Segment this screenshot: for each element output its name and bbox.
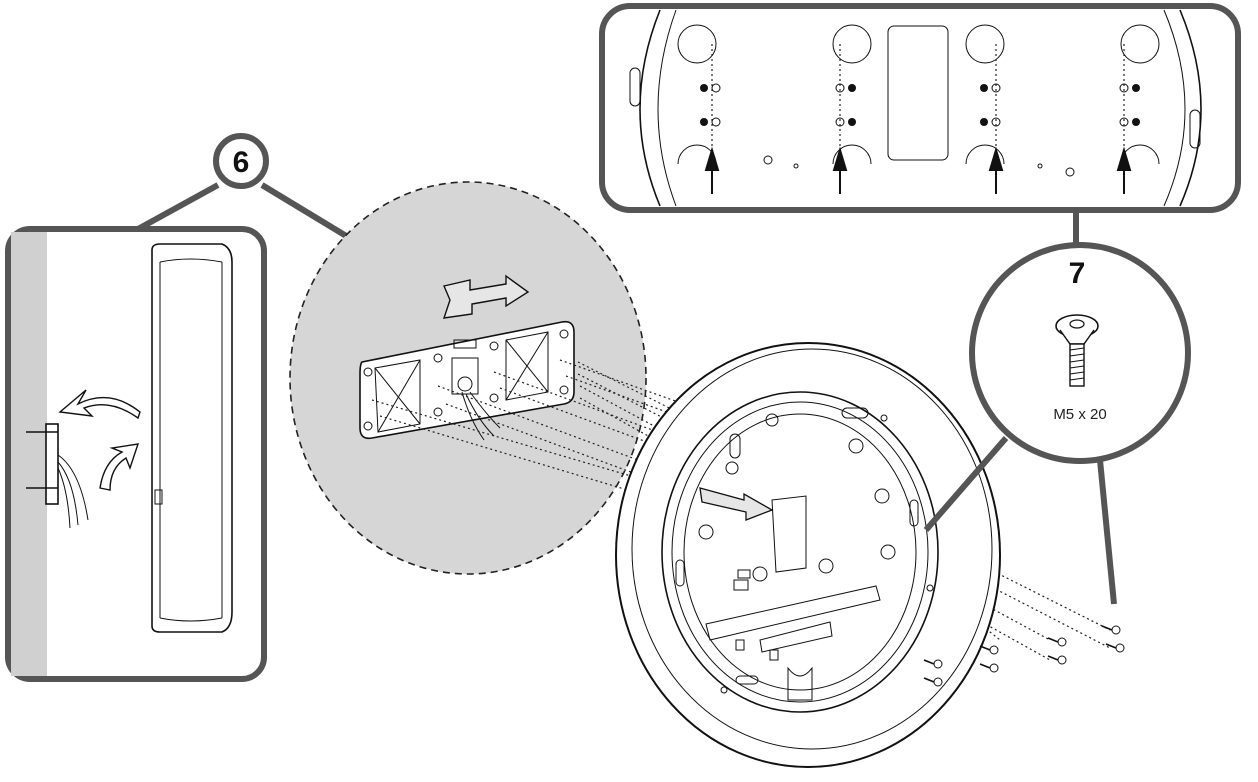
curved-arrow-lower <box>99 443 140 491</box>
bolt-column-1 <box>677 24 721 194</box>
step7-callout: 7 M5 x 20 <box>923 210 1191 605</box>
mounting-plate-callout <box>289 181 647 575</box>
step6-number: 6 <box>233 146 250 179</box>
arrow-up-icon <box>988 146 1004 194</box>
screw-icon <box>979 645 999 655</box>
curved-arrow-upper <box>58 389 141 420</box>
screw-size-label: M5 x 20 <box>1053 406 1106 423</box>
arrow-up-icon <box>832 146 848 194</box>
bolt-column-2 <box>832 24 872 194</box>
screws <box>923 625 1125 687</box>
screw-icon <box>1105 643 1125 653</box>
round-housing <box>615 342 1001 768</box>
insert-arrow <box>699 487 774 521</box>
screw-icon <box>979 663 999 673</box>
screw-icon <box>1101 625 1121 635</box>
mounting-plate <box>359 320 575 441</box>
arrow-up-icon <box>1116 146 1132 194</box>
screw-icon <box>1047 655 1067 665</box>
screw-icon <box>1047 637 1067 647</box>
terminal-board <box>705 569 881 661</box>
wall-bracket <box>26 423 89 529</box>
screw-icon <box>923 677 943 687</box>
device-housing-side <box>151 243 233 633</box>
wall-strip <box>11 232 47 676</box>
bolt-column-3 <box>965 24 1005 194</box>
step7-detail-panel <box>599 3 1241 213</box>
screw-icon <box>923 659 943 669</box>
bolt-icon <box>1055 314 1099 387</box>
direction-arrow <box>442 274 530 319</box>
step6-side-view-panel <box>5 226 267 682</box>
step7-number: 7 <box>1069 257 1086 290</box>
bolt-column-4 <box>1116 24 1160 194</box>
arrow-up-icon <box>704 146 720 194</box>
